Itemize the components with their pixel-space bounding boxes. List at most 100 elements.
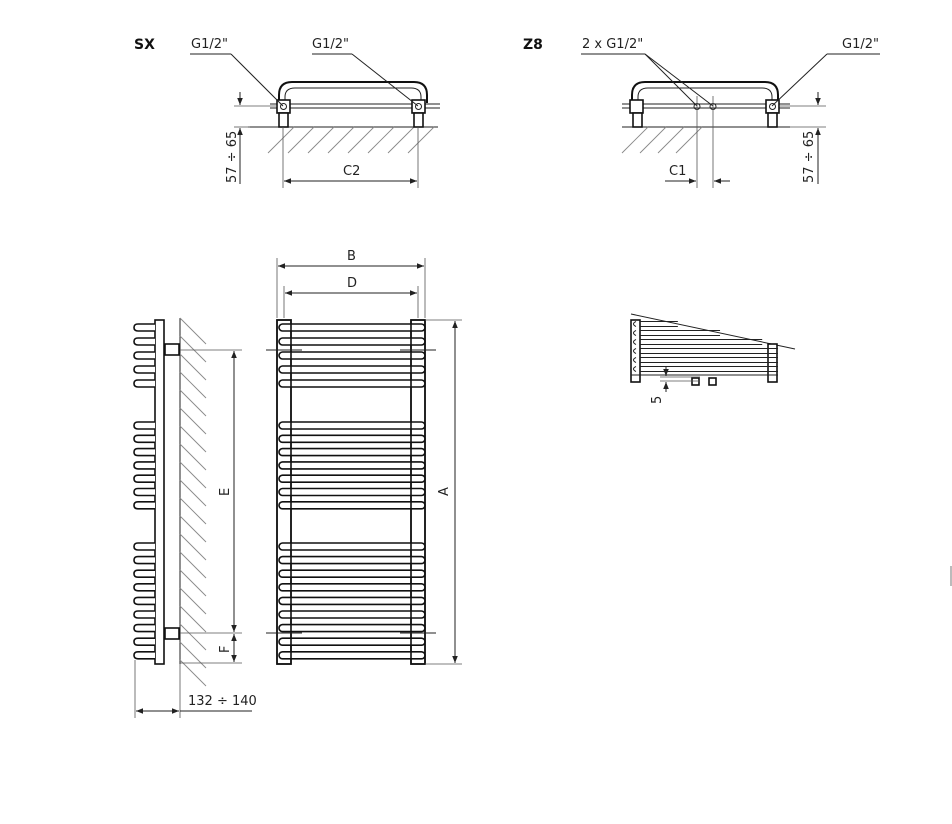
front-tube (278, 582, 426, 592)
z8-double-connection-label: 2 x G1/2" (582, 37, 643, 52)
side-tube-stub (133, 487, 155, 497)
front-horizontal-tubes (276, 319, 426, 665)
detail-cut-line (630, 313, 796, 350)
detail-tube-end (633, 330, 637, 336)
detail-tube (640, 330, 721, 336)
side-view: E F 132 ÷ 140 (133, 317, 257, 718)
side-hatch-line (179, 551, 207, 579)
side-tube-stub (133, 569, 155, 578)
side-hatch-line (179, 425, 207, 453)
front-tube (278, 555, 426, 565)
detail-left-collector (630, 319, 641, 383)
detail-tube-end (633, 357, 637, 363)
z8-right-bracket (767, 112, 778, 128)
side-hatch-line (179, 497, 207, 525)
side-tube-stub (133, 583, 155, 592)
side-bottom-bracket (164, 627, 180, 640)
side-hatch-line (179, 641, 207, 669)
side-tube-stub (133, 379, 155, 388)
side-hatch-line (179, 659, 207, 687)
front-left-collector-outline (276, 319, 292, 665)
side-tube-stub (133, 421, 155, 430)
side-tube-stub (133, 542, 155, 551)
side-bottom-offset-label: F (218, 646, 233, 653)
z8-rail-outer (631, 81, 779, 103)
sx-rail-outer (278, 81, 428, 103)
sx-top-view: SX G1/2" G1/2" (134, 37, 440, 188)
side-hatch-line (179, 353, 207, 381)
sx-right-collector (411, 99, 426, 114)
sx-left-leader (230, 53, 284, 107)
side-tube-stub (133, 351, 155, 360)
side-tube-stub (133, 651, 155, 660)
front-width-label: B (347, 249, 356, 264)
front-tube (278, 447, 426, 457)
side-hatch-line (179, 515, 207, 543)
z8-variant-code: Z8 (523, 37, 543, 53)
z8-left-collector (629, 99, 644, 114)
z8-spacing-label: C1 (669, 164, 686, 179)
front-tube (278, 542, 426, 551)
sx-right-leader (351, 53, 419, 107)
sx-variant-code: SX (134, 37, 155, 53)
side-tube-stub (133, 623, 155, 633)
side-hatch-line (179, 479, 207, 507)
side-wall-hatch (179, 317, 207, 687)
z8-left-bracket (632, 112, 643, 128)
front-tube (278, 623, 426, 633)
sx-spacing-label: C2 (343, 164, 360, 179)
front-height-label: A (437, 487, 452, 496)
z8-right-connection-label: G1/2" (842, 37, 879, 52)
front-tube (278, 351, 426, 360)
side-hatch-line (179, 623, 207, 651)
sx-left-bracket (278, 112, 289, 128)
side-tube-stub (133, 434, 155, 444)
side-hatch-line (179, 443, 207, 471)
side-tube-stub (133, 323, 155, 332)
side-tube-stub (133, 337, 155, 346)
sx-right-bracket (413, 112, 424, 128)
side-hatch-line (179, 335, 207, 363)
side-tube-stub (133, 461, 155, 470)
front-tube (278, 487, 426, 497)
detail-port-left (691, 377, 700, 386)
front-view: B D A (266, 249, 462, 665)
front-tube (278, 434, 426, 444)
z8-top-view: Z8 2 x G1/2" G1/2" C1 (523, 37, 880, 188)
side-axis-distance-label: E (218, 488, 233, 496)
detail-tube (640, 321, 678, 327)
z8-double-leader-b (644, 53, 714, 107)
front-tube (278, 474, 426, 484)
sx-left-connection-label: G1/2" (191, 37, 228, 52)
side-tube-stub (133, 365, 155, 374)
side-hatch-line (179, 407, 207, 435)
detail-tube (640, 366, 778, 372)
front-tube (278, 637, 426, 647)
detail-tube (640, 357, 778, 363)
front-tube (278, 569, 426, 579)
side-hatch-line (179, 371, 207, 399)
side-hatch-line (179, 569, 207, 597)
front-tube (278, 500, 426, 510)
detail-offset-label: 5 (650, 396, 665, 404)
detail-tube-end (633, 366, 637, 372)
sx-wall-hatch (267, 126, 435, 154)
z8-right-leader (771, 53, 828, 107)
detail-tube-end (633, 348, 637, 354)
side-tube-stub (133, 447, 155, 457)
side-tube-stub (133, 555, 155, 565)
side-tube-stub (133, 637, 155, 646)
z8-rail-inner (637, 87, 773, 103)
sx-rail-inner (284, 87, 422, 103)
side-tube-stub (133, 596, 155, 606)
front-tube (278, 610, 426, 619)
detail-tube-end (633, 339, 637, 345)
detail-view: 5 (630, 313, 796, 404)
side-collector (154, 319, 165, 665)
side-hatch-line (179, 587, 207, 615)
z8-right-collector (765, 99, 780, 114)
front-inner-width-label: D (347, 276, 357, 291)
front-tube (278, 596, 426, 606)
side-tube-stub (133, 474, 155, 483)
